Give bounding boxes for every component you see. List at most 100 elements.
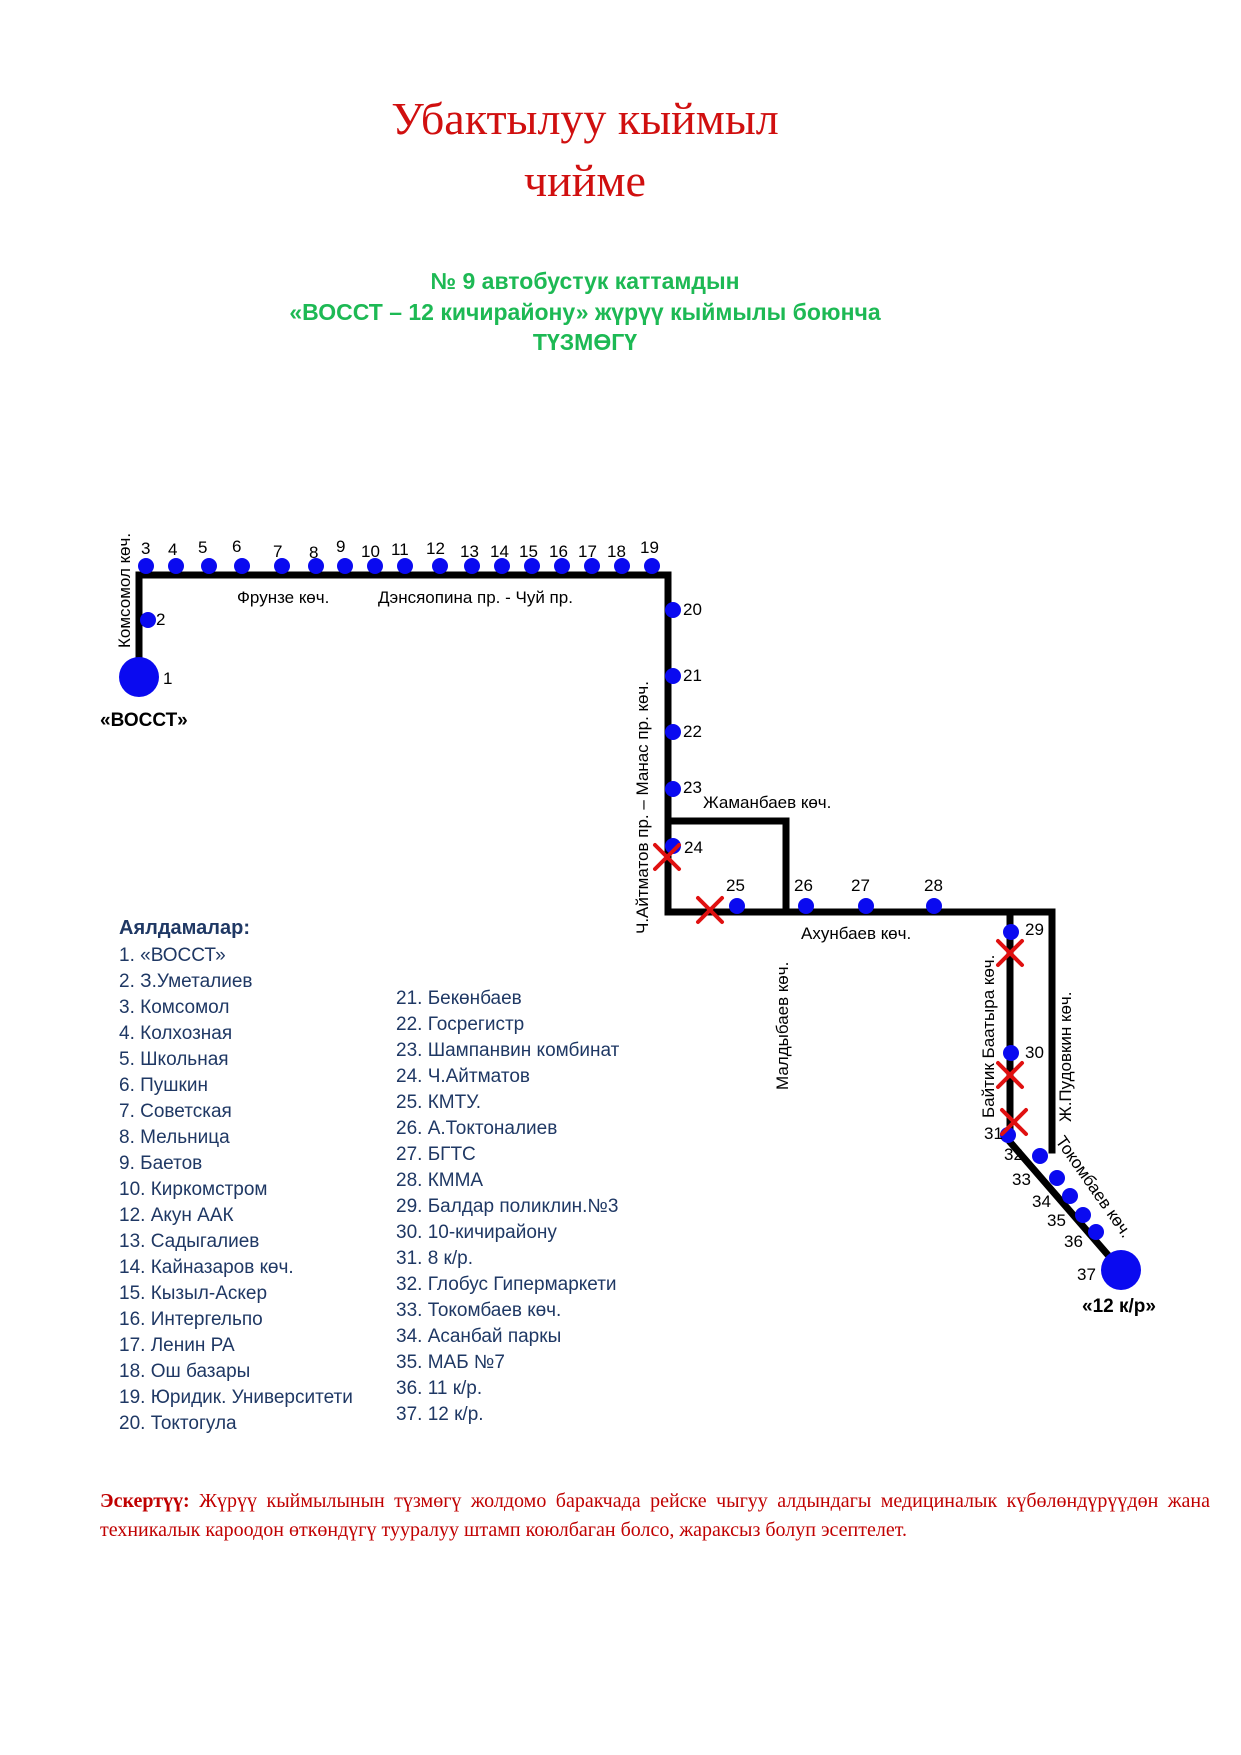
list-item: 4. Колхозная	[119, 1023, 233, 1044]
street-label-pudovkin: Ж.Пудовкин көч.	[1056, 992, 1075, 1123]
stop-dot	[1062, 1188, 1078, 1204]
list-item: 26. А.Токтоналиев	[396, 1118, 558, 1139]
stop-number: 23	[683, 778, 702, 797]
subtitle-line1: № 9 автобустук каттамдын	[430, 268, 740, 294]
list-item: 19. Юридик. Университети	[119, 1387, 353, 1408]
stop-number: 14	[490, 542, 509, 561]
stop-number: 17	[578, 542, 597, 561]
stop-number: 6	[232, 537, 241, 556]
stop-dot	[614, 558, 630, 574]
stop-number: 19	[640, 538, 659, 557]
stop-dot	[367, 558, 383, 574]
stop-dot	[274, 558, 290, 574]
street-label-frunze: Фрунзе көч.	[237, 588, 329, 607]
stop-number: 11	[391, 540, 409, 559]
route-main-line	[135, 571, 1056, 1154]
stop-dot	[138, 558, 154, 574]
stop-dot	[665, 668, 681, 684]
list-item: 24. Ч.Айтматов	[396, 1066, 530, 1087]
page-title-line2: чийме	[524, 155, 646, 206]
stop-dot	[234, 558, 250, 574]
stop-number: 20	[683, 600, 702, 619]
stop-number: 24	[684, 838, 703, 857]
stop-number: 29	[1025, 920, 1044, 939]
list-item: 32. Глобус Гипермаркети	[396, 1274, 617, 1295]
list-item: 34. Асанбай паркы	[396, 1326, 562, 1347]
stop-number: 28	[924, 876, 943, 895]
closed-x-icon	[996, 939, 1024, 967]
stop-number: 5	[198, 538, 207, 557]
legend-title: Аялдамалар:	[119, 917, 250, 939]
stops-list-col2: 21. Бекөнбаев 22. Госрегистр 23. Шампанв…	[396, 986, 619, 1428]
list-item: 36. 11 к/р.	[396, 1378, 483, 1399]
stop-number: 18	[607, 542, 626, 561]
list-item: 8. Мельница	[119, 1127, 230, 1148]
closed-x-icon	[996, 1061, 1024, 1089]
stop-number: 27	[851, 876, 870, 895]
stop-dot	[584, 558, 600, 574]
list-item: 3. Комсомол	[119, 997, 230, 1018]
stop-dot	[140, 612, 156, 628]
closed-x-icon	[1000, 1108, 1028, 1136]
stop-dot	[308, 558, 324, 574]
stop-number: 10	[361, 542, 380, 561]
stop-number: 33	[1012, 1170, 1031, 1189]
terminal-label-end: «12 к/р»	[1082, 1296, 1156, 1317]
stop-dot	[464, 558, 480, 574]
stop-number: 3	[141, 539, 150, 558]
list-item: 27. БГТС	[396, 1144, 476, 1165]
list-item: 16. Интергельпо	[119, 1309, 263, 1330]
terminal-stop-vosst	[119, 657, 159, 697]
street-label-zhamanbaev: Жаманбаев көч.	[703, 793, 831, 812]
stop-number: 22	[683, 722, 702, 741]
footnote-label: Эскертүү:	[100, 1490, 190, 1512]
footnote-text: Жүрүү кыймылынын түзмөгү жолдомо баракча…	[100, 1490, 1210, 1541]
stop-number: 31	[984, 1124, 1003, 1143]
list-item: 22. Госрегистр	[396, 1014, 525, 1035]
list-item: 23. Шампанвин комбинат	[396, 1040, 620, 1061]
stop-dot	[1075, 1207, 1091, 1223]
street-label-chui: Дэнсяопина пр. - Чуй пр.	[378, 588, 573, 607]
stop-dot	[494, 558, 510, 574]
stop-number: 8	[309, 543, 318, 562]
closed-x-icon	[696, 896, 724, 924]
list-item: 31. 8 к/р.	[396, 1248, 473, 1269]
list-item: 1. «ВОССТ»	[119, 945, 226, 966]
stop-dot	[926, 898, 942, 914]
stop-number: 4	[168, 540, 177, 559]
stop-number: 13	[460, 542, 479, 561]
terminal-stop-12kr	[1101, 1250, 1141, 1290]
stop-dot	[1088, 1224, 1104, 1240]
stop-dot	[729, 898, 745, 914]
stop-dot	[524, 558, 540, 574]
street-label-akhunbaev: Ахунбаев көч.	[801, 924, 911, 943]
street-label-baitik: Байтик Баатыра көч.	[979, 955, 998, 1118]
list-item: 28. КММА	[396, 1170, 484, 1191]
stop-number: 1	[163, 669, 172, 688]
subtitle-line2: «ВОССТ – 12 кичирайону» жүрүү кыймылы бо…	[289, 299, 881, 325]
stop-dot	[665, 781, 681, 797]
stop-dot	[168, 558, 184, 574]
stop-dot	[1003, 1045, 1019, 1061]
stop-dot	[665, 724, 681, 740]
stop-number: 32	[1004, 1145, 1023, 1164]
street-label-komsomol: Комсомол көч.	[115, 533, 134, 648]
stop-dot	[201, 558, 217, 574]
list-item: 6. Пушкин	[119, 1075, 208, 1096]
list-item: 29. Балдар поликлин.№3	[396, 1196, 619, 1217]
stop-number: 36	[1064, 1232, 1083, 1251]
stop-number: 26	[794, 876, 813, 895]
stop-number: 30	[1025, 1043, 1044, 1062]
stop-number: 15	[519, 542, 538, 561]
list-item: 21. Бекөнбаев	[396, 988, 522, 1009]
closed-x-icon	[653, 843, 681, 871]
stops-list-col1: 1. «ВОССТ» 2. З.Уметалиев 3. Комсомол 4.…	[119, 943, 353, 1437]
list-item: 35. МАБ №7	[396, 1352, 505, 1373]
stop-number: 9	[336, 537, 345, 556]
stop-dot	[665, 602, 681, 618]
stop-dot	[1032, 1148, 1048, 1164]
stop-number: 34	[1032, 1192, 1051, 1211]
stop-dot	[1003, 924, 1019, 940]
route-zhamanbaev-loop	[664, 817, 790, 916]
